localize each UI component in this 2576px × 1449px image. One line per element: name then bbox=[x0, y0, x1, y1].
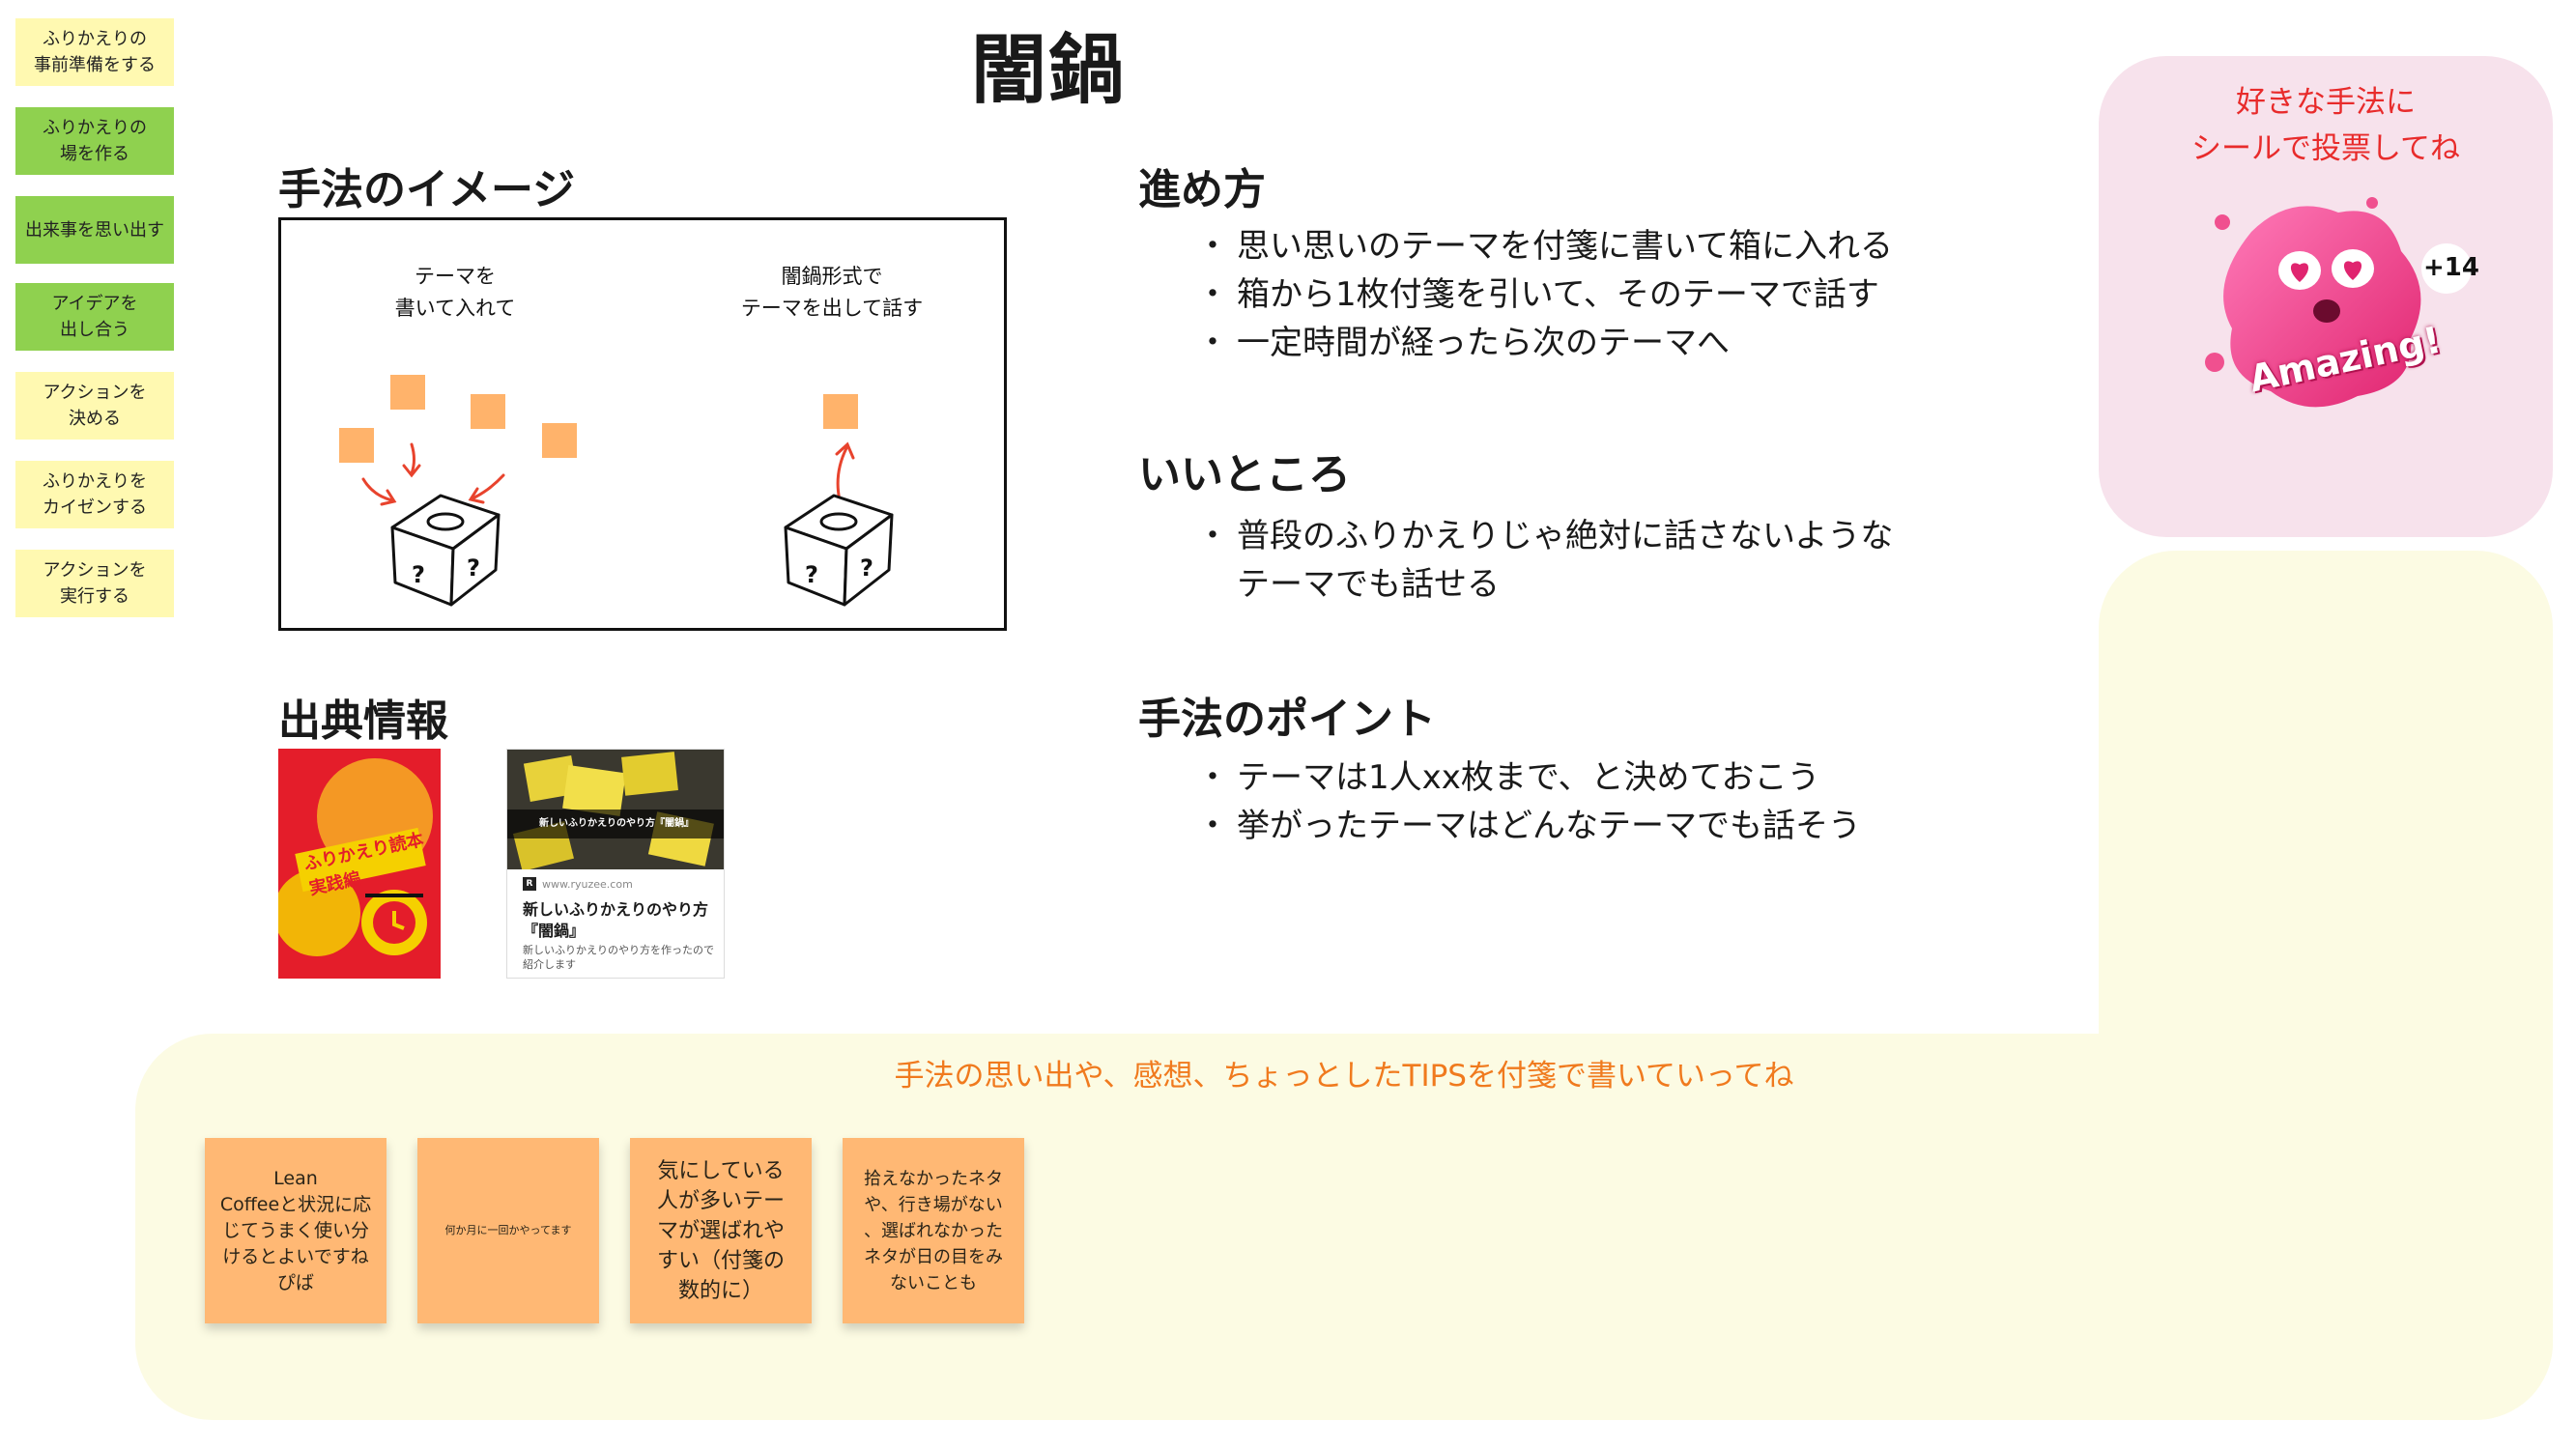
diagram-sticky-note bbox=[390, 375, 425, 410]
card-photo-banner: 新しいふりかえりのやり方『闇鍋』 bbox=[507, 810, 724, 838]
svg-text:?: ? bbox=[412, 561, 425, 588]
diagram-sticky-note bbox=[542, 423, 577, 458]
card-url: R www.ryuzee.com bbox=[523, 877, 633, 891]
amazing-sticker-art bbox=[2205, 197, 2472, 408]
list-item: 普段のふりかえりじゃ絶対に話さないような テーマでも話せる bbox=[1196, 512, 1893, 609]
diagram-left-caption: テーマを 書いて入れて bbox=[394, 265, 516, 320]
diagram-box-left bbox=[390, 494, 501, 607]
svg-text:?: ? bbox=[805, 561, 818, 588]
card-description: 新しいふりかえりのやり方を作ったので紹介します bbox=[523, 944, 714, 971]
diagram-drawing: ? ? ? ? bbox=[339, 375, 894, 607]
page-title: 闇鍋 bbox=[971, 27, 1127, 114]
vote-instruction: 好きな手法に シールで投票してね bbox=[2190, 85, 2461, 166]
card-photo: 新しいふりかえりのやり方『闇鍋』 bbox=[507, 750, 724, 869]
steps-list: 思い思いのテーマを付箋に書いて箱に入れる 箱から1枚付箋を引いて、そのテーマで話… bbox=[1196, 222, 1893, 367]
diagram-sticky-note bbox=[471, 394, 505, 429]
book-cover-art bbox=[278, 749, 441, 979]
list-item: 箱から1枚付箋を引いて、そのテーマで話す bbox=[1196, 270, 1893, 319]
good-points-heading: いいところ bbox=[1138, 450, 1351, 499]
sidebar-item-set-stage[interactable]: ふりかえりの 場を作る bbox=[15, 107, 174, 175]
site-logo-icon: R bbox=[523, 877, 536, 891]
good-points-list: 普段のふりかえりじゃ絶対に話さないような テーマでも話せる bbox=[1196, 512, 1893, 609]
diagram-arrow-out bbox=[835, 441, 855, 502]
svg-text:?: ? bbox=[860, 554, 873, 582]
book-cover-image[interactable]: ふりかえり読本 実践編 bbox=[278, 749, 441, 979]
sidebar-item-decide-actions[interactable]: アクションを 決める bbox=[15, 372, 174, 440]
list-item: 思い思いのテーマを付箋に書いて箱に入れる bbox=[1196, 222, 1893, 270]
sidebar-item-prepare[interactable]: ふりかえりの 事前準備をする bbox=[15, 18, 174, 86]
feedback-note[interactable]: Lean Coffeeと状況に応 じてうまく使い分 けるとよいですね ぴば bbox=[205, 1138, 386, 1323]
diagram-arrows-in bbox=[361, 442, 505, 506]
feedback-prompt: 手法の思い出や、感想、ちょっとしたTIPSを付箋で書いていってね bbox=[894, 1059, 1794, 1094]
feedback-note[interactable]: 拾えなかったネタ や、行き場がない 、選ばれなかった ネタが日の目をみ ないこと… bbox=[843, 1138, 1024, 1323]
sidebar-item-gather-data[interactable]: 出来事を思い出す bbox=[15, 196, 174, 264]
tips-heading: 手法のポイント bbox=[1138, 695, 1436, 744]
card-title: 新しいふりかえりのやり方『闇鍋』 bbox=[523, 900, 709, 940]
link-preview-card[interactable]: 新しいふりかえりのやり方『闇鍋』 R www.ryuzee.com 新しいふりか… bbox=[506, 749, 725, 979]
amazing-sticker[interactable]: +14 Amazing! bbox=[2193, 193, 2483, 425]
method-diagram: テーマを 書いて入れて 闇鍋形式で テーマを出して話す ? ? bbox=[278, 217, 1007, 631]
feedback-note[interactable]: 気にしている 人が多いテー マが選ばれや すい（付箋の 数的に） bbox=[630, 1138, 812, 1323]
diagram-right-caption: 闇鍋形式で テーマを出して話す bbox=[740, 265, 924, 320]
image-section-heading: 手法のイメージ bbox=[278, 165, 576, 214]
tips-list: テーマは1人xx枚まで、と決めておこう 挙がったテーマはどんなテーマでも話そう bbox=[1196, 753, 1861, 850]
svg-text:?: ? bbox=[467, 554, 480, 582]
diagram-box-slot bbox=[426, 512, 465, 531]
list-item: 一定時間が経ったら次のテーマへ bbox=[1196, 319, 1893, 367]
vote-count: +14 bbox=[2423, 253, 2479, 282]
list-item: テーマは1人xx枚まで、と決めておこう bbox=[1196, 753, 1861, 802]
diagram-sticky-note bbox=[823, 394, 858, 429]
steps-heading: 進め方 bbox=[1138, 165, 1266, 214]
sources-heading: 出典情報 bbox=[278, 696, 448, 746]
list-item: 挙がったテーマはどんなテーマでも話そう bbox=[1196, 802, 1861, 850]
feedback-note[interactable]: 何か月に一回かやってます bbox=[417, 1138, 599, 1323]
sidebar-item-execute-actions[interactable]: アクションを 実行する bbox=[15, 550, 174, 617]
diagram-sticky-note bbox=[339, 428, 374, 463]
diagram-box-right bbox=[784, 494, 894, 607]
sidebar-item-improve[interactable]: ふりかえりを カイゼンする bbox=[15, 461, 174, 528]
sidebar-item-generate-insights[interactable]: アイデアを 出し合う bbox=[15, 283, 174, 351]
